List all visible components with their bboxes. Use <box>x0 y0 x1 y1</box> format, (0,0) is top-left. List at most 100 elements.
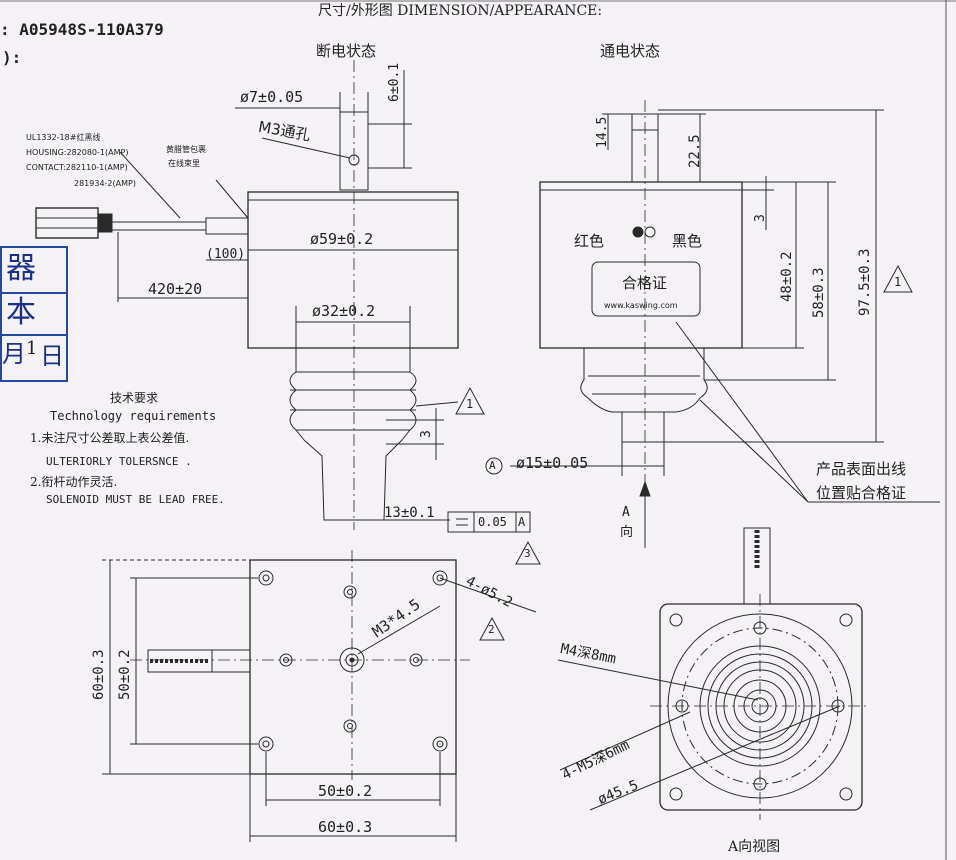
dim-d7: ø7±0.05 <box>240 88 304 106</box>
m5-leader <box>559 711 691 771</box>
m3-leader <box>261 137 351 159</box>
plan-cable <box>147 649 251 673</box>
tri3-num: 3 <box>524 547 531 560</box>
tol-frame <box>447 511 531 533</box>
tri2-num: 2 <box>488 623 495 636</box>
note-leader-1 <box>119 151 181 219</box>
stamp-cell-3: 月 1 日 <box>0 334 68 382</box>
dim-d100: (100) <box>206 247 246 262</box>
tri1-leader <box>415 401 459 407</box>
on-housing <box>539 181 743 349</box>
dim-d3r: 3 <box>753 214 768 222</box>
tri1r-marker <box>883 264 913 293</box>
black-lead-dot <box>644 226 656 238</box>
stamp-char-2: 本 <box>6 295 36 330</box>
black-lead-label: 黑色 <box>672 232 703 250</box>
a-view <box>557 527 870 820</box>
d455-leader <box>589 705 841 811</box>
dim-d58: 58±0.3 <box>811 267 827 318</box>
tech-req-1-cn: 1.未注尺寸公差取上表公差值. <box>30 431 190 445</box>
note-line-2: 位置贴合格证 <box>816 484 907 502</box>
red-lead-dot <box>632 226 644 238</box>
datum-a-circle <box>485 457 503 475</box>
dim-d32: ø32±0.2 <box>312 302 376 320</box>
tri1-num: 1 <box>466 397 474 411</box>
tech-req-2-cn: 2.衔杆动作灵活. <box>30 475 118 489</box>
dim-d975: 97.5±0.3 <box>857 248 873 316</box>
red-lead-label: 红色 <box>574 232 605 250</box>
plan-flange <box>249 559 457 775</box>
dim-d15: ø15±0.05 <box>516 454 589 472</box>
stamp-cell-1: 器 <box>0 246 68 294</box>
dim-d60h: 60±0.3 <box>318 818 373 836</box>
connector-latch <box>97 213 113 233</box>
view-dir-a: A <box>622 505 630 520</box>
cable-note-1: UL1332-18#红黑线 <box>26 133 101 142</box>
stamp-char-3: 月 <box>2 340 26 368</box>
tol-value: 0.05 <box>478 515 507 529</box>
view-dir-xiang: 向 <box>620 525 634 540</box>
on-state-view <box>485 100 940 548</box>
dim-d3: 3 <box>419 430 434 438</box>
tri1-marker <box>455 386 485 415</box>
tri3-marker <box>515 540 541 565</box>
stamp-cell-2: 本 <box>0 292 68 336</box>
m3x45-leader <box>357 605 441 655</box>
tech-req-1-en: ULTERIORLY TOLERSNCE . <box>46 455 192 468</box>
m4-leader <box>557 659 759 701</box>
note-leader-label <box>675 321 809 503</box>
a-view-title: A向视图 <box>728 839 781 855</box>
cable-connector <box>35 207 99 239</box>
tri1r-num: 1 <box>894 275 902 289</box>
certificate-label-box <box>591 261 701 317</box>
aview-cable-top <box>743 527 771 605</box>
off-state-view <box>35 60 541 565</box>
cable-note-4: 281934-2(AMP) <box>74 179 136 188</box>
dim-d13: 13±0.1 <box>384 505 435 521</box>
datum-a-label: A <box>489 459 496 472</box>
note-line-1: 产品表面出线 <box>816 460 907 478</box>
dim-d225: 22.5 <box>687 134 703 168</box>
off-housing <box>247 191 459 349</box>
dim-d6: 6±0.1 <box>387 62 402 102</box>
bellows <box>289 348 417 441</box>
a-arrow-head <box>639 480 651 497</box>
stamp-char-1: 器 <box>6 251 36 286</box>
dim-d48: 48±0.2 <box>779 251 795 302</box>
on-neck <box>621 411 665 443</box>
dim-d59: ø59±0.2 <box>310 230 374 248</box>
cable-note-3: CONTACT:282110-1(AMP) <box>26 163 128 172</box>
tech-title-cn: 技术要求 <box>110 391 159 405</box>
tech-req-2-en: SOLENOID MUST BE LEAD FREE. <box>46 493 225 506</box>
drawing-title: 尺寸/外形图 DIMENSION/APPEARANCE: <box>318 3 603 19</box>
plan-view <box>102 550 537 842</box>
on-state-title: 通电状态 <box>600 42 661 60</box>
certificate-url: www.kaswing.com <box>604 301 678 310</box>
aview-corner-holes <box>669 613 853 801</box>
sleeve-note-2: 在线束里 <box>168 159 200 168</box>
flange-holes <box>258 570 448 752</box>
on-bellows <box>580 348 708 413</box>
cable-sleeve <box>205 217 249 235</box>
tri2-marker <box>479 616 505 641</box>
dim-d145: 14.5 <box>595 116 610 148</box>
note-leader-bottom <box>699 399 809 503</box>
dim-d420: 420±20 <box>148 280 203 298</box>
off-state-title: 断电状态 <box>316 42 377 60</box>
dim-d60v: 60±0.3 <box>91 649 107 700</box>
stamp-char-3b: 1 <box>26 338 38 359</box>
sleeve-note-1: 黄腊管包裹 <box>166 145 206 154</box>
d52-leader <box>439 577 537 613</box>
certificate-title: 合格证 <box>622 274 668 292</box>
part-number: : A05948S-110A379 <box>0 20 164 39</box>
dim-d50h: 50±0.2 <box>318 782 373 800</box>
colon-line: ): <box>2 48 22 67</box>
cable-note-2: HOUSING:282080-1(AMP) <box>26 148 129 157</box>
tol-datum: A <box>518 515 526 529</box>
note-leader-2 <box>215 179 249 219</box>
dim-d50v: 50±0.2 <box>117 649 133 700</box>
stamp-char-3c: 日 <box>40 342 64 370</box>
on-bellows-inner <box>588 375 700 395</box>
